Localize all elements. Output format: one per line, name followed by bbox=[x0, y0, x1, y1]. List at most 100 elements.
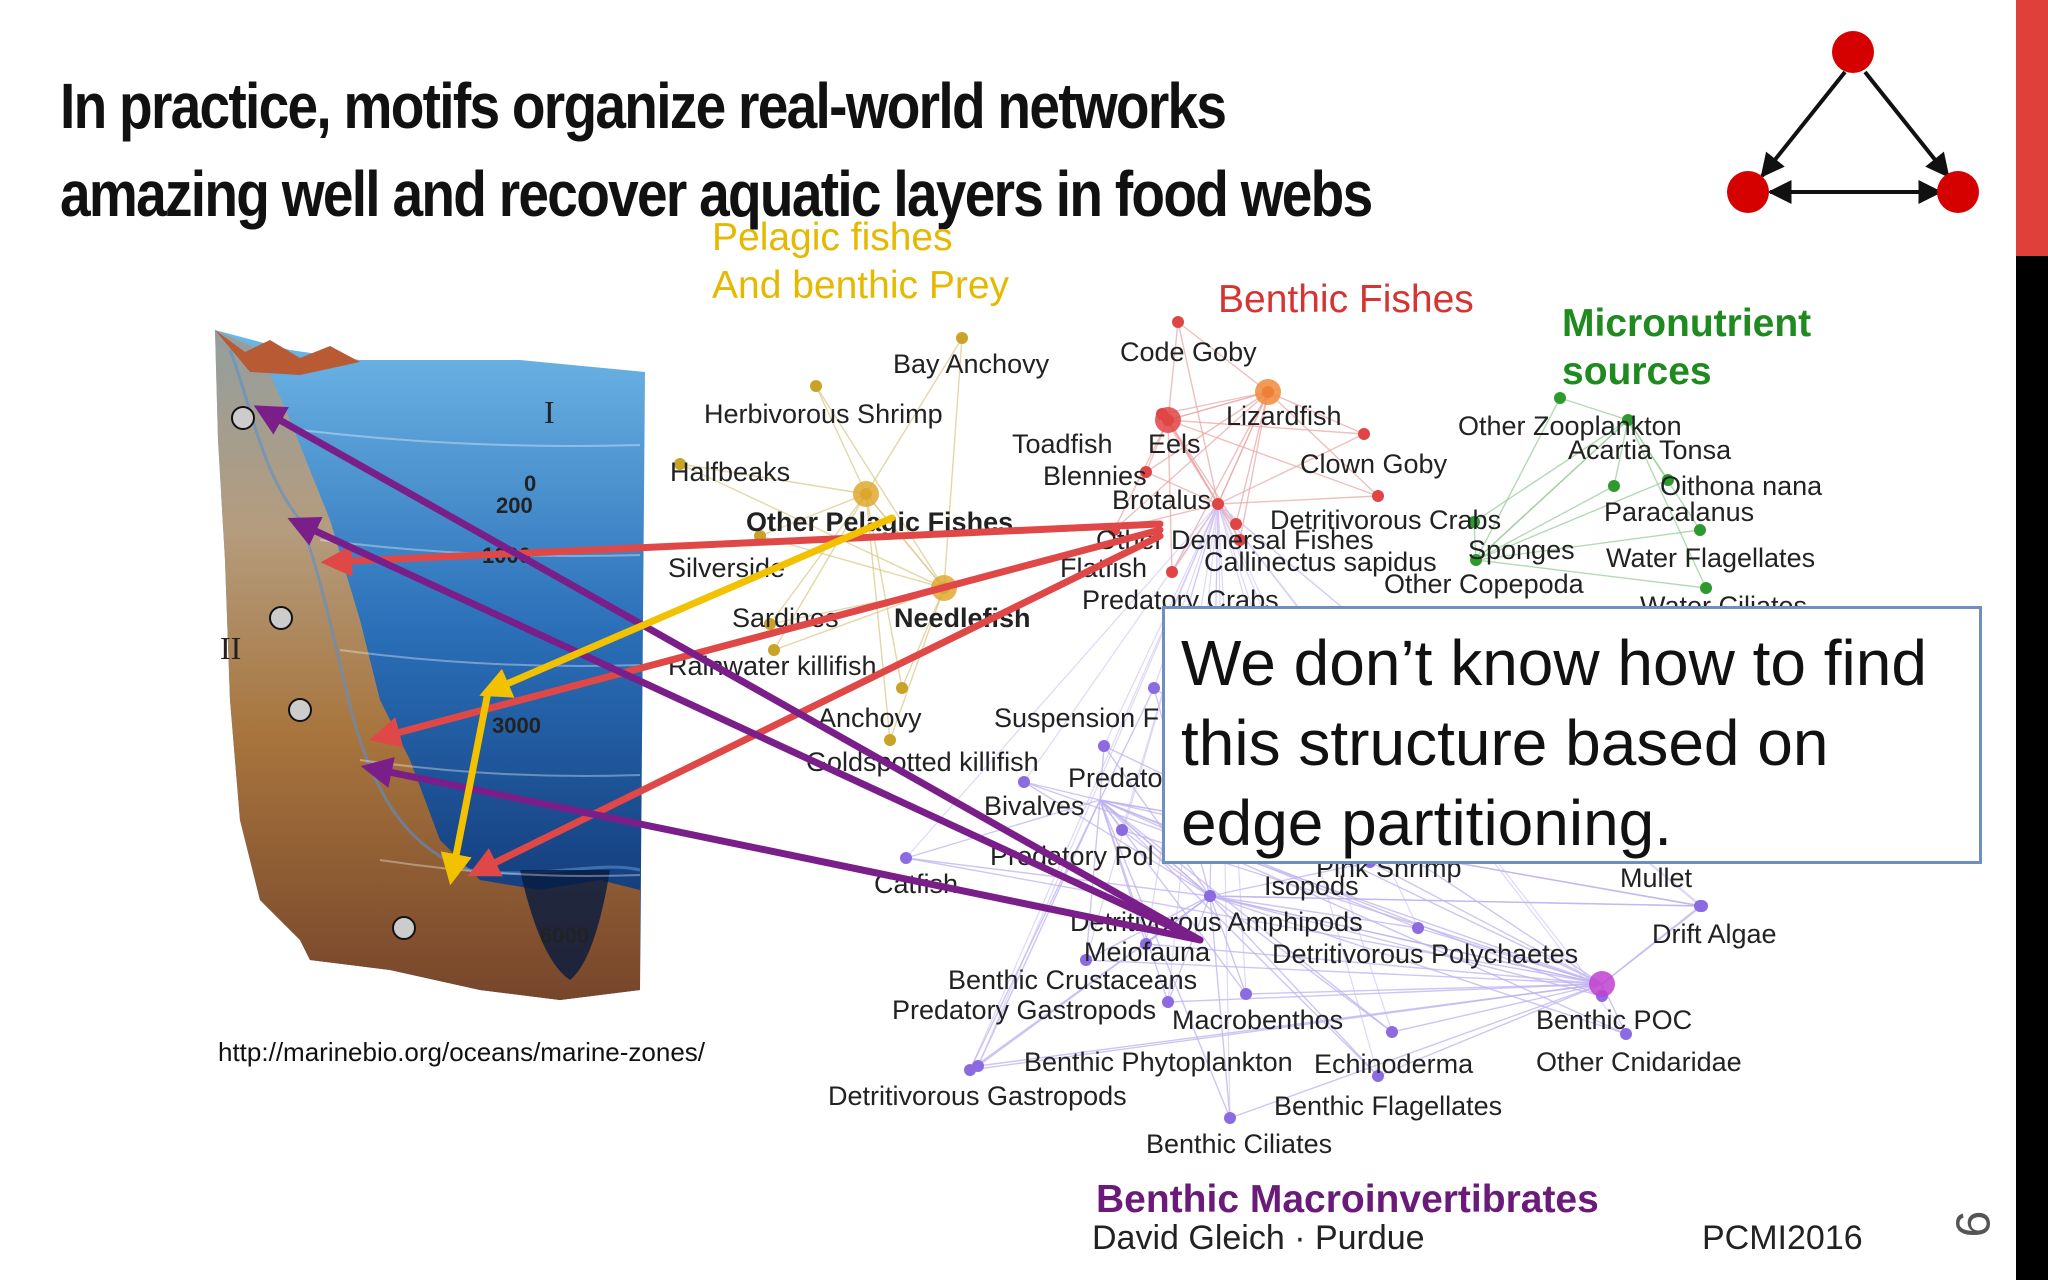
network-node-dot bbox=[884, 734, 896, 746]
network-node-label: Silverside bbox=[668, 553, 786, 583]
network-node-label: Anchovy bbox=[818, 703, 922, 733]
network-node-label: Herbivorous Shrimp bbox=[704, 399, 943, 429]
network-edge bbox=[1217, 495, 1379, 505]
network-node-dot bbox=[1240, 988, 1252, 1000]
network-node-label: Drift Algae bbox=[1652, 919, 1777, 949]
zone-label-2: II bbox=[220, 630, 242, 666]
network-node-label: Clown Goby bbox=[1300, 449, 1448, 479]
network-node-dot bbox=[1412, 922, 1424, 934]
network-node-label: Goldspotted killifish bbox=[806, 747, 1039, 777]
network-node-label: Catfish bbox=[874, 869, 959, 899]
network-node-dot bbox=[1696, 900, 1708, 912]
callout-text: We don’t know how to find this structure… bbox=[1181, 627, 1927, 859]
network-edge bbox=[1099, 799, 1123, 831]
network-node-label: Bivalves bbox=[984, 791, 1085, 821]
network-node-dot bbox=[972, 1060, 984, 1072]
group-label-pelagic-line1: Pelagic fishes bbox=[712, 216, 953, 259]
network-node-dot bbox=[1694, 900, 1706, 912]
network-node-dot bbox=[1386, 1026, 1398, 1038]
title-line-1: In practice, motifs organize real-world … bbox=[60, 70, 1227, 142]
network-node-dot bbox=[810, 380, 822, 392]
network-node-label: Halfbeaks bbox=[670, 457, 791, 487]
network-node-label: Flatfish bbox=[1060, 553, 1148, 583]
network-edge bbox=[1161, 413, 1169, 421]
network-node-dot bbox=[1204, 890, 1216, 902]
network-edge bbox=[1217, 503, 1237, 525]
network-node-dot bbox=[1162, 414, 1174, 426]
network-hub-dot bbox=[1589, 971, 1615, 997]
network-hub-dot bbox=[853, 481, 879, 507]
group-label-macroinvertebrates: Benthic Macroinvertibrates bbox=[1096, 1178, 1599, 1221]
network-node-label: Eels bbox=[1148, 429, 1201, 459]
network-node-label: Other Cnidaridae bbox=[1536, 1047, 1742, 1077]
slide-title: In practice, motifs organize real-world … bbox=[60, 62, 1373, 238]
network-edge bbox=[759, 535, 945, 589]
network-node-label: Code Goby bbox=[1120, 337, 1257, 367]
group-label-pelagic: Pelagic fishes And benthic Prey bbox=[712, 214, 1009, 310]
page-number: 9 bbox=[1945, 1210, 1999, 1238]
network-node-dot bbox=[1098, 740, 1110, 752]
network-edge bbox=[1245, 983, 1603, 995]
network-node-label: Detritivorous Amphipods bbox=[1070, 907, 1363, 937]
network-node-label: Suspension F bbox=[994, 703, 1160, 733]
network-node-label: Sardines bbox=[732, 603, 839, 633]
network-node-dot bbox=[938, 582, 950, 594]
network-node-label: Oithona nana bbox=[1660, 471, 1823, 501]
network-node-label: Detritivorous Polychaetes bbox=[1272, 939, 1579, 969]
network-node-label: Detritivorous Gastropods bbox=[828, 1081, 1127, 1111]
network-edge bbox=[1167, 983, 1603, 1003]
depth-label-6000: 6000 bbox=[540, 923, 589, 948]
group-label-micronutrient: Micronutrient sources bbox=[1562, 300, 1811, 396]
network-node-dot bbox=[1358, 428, 1370, 440]
network-node-label: Other Pelagic Fishes bbox=[746, 507, 1014, 537]
accent-bar-black bbox=[2016, 256, 2048, 1280]
network-node-dot bbox=[1172, 316, 1184, 328]
network-node-dot bbox=[900, 852, 912, 864]
network-node-label: Macrobenthos bbox=[1172, 1005, 1344, 1035]
network-node-dot bbox=[1224, 1112, 1236, 1124]
depth-label-3000: 3000 bbox=[492, 713, 541, 738]
network-node-label: Detritivorous Crabs bbox=[1270, 505, 1502, 535]
network-hub-dot bbox=[931, 575, 957, 601]
zone-label-1: I bbox=[544, 394, 555, 430]
network-node-dot bbox=[1596, 990, 1608, 1002]
network-node-label: Bay Anchovy bbox=[893, 349, 1050, 379]
network-node-dot bbox=[1166, 566, 1178, 578]
network-node-label: Echinoderma bbox=[1314, 1049, 1474, 1079]
depth-label-1000: 1000 bbox=[482, 543, 531, 568]
group-label-benthic-fishes: Benthic Fishes bbox=[1218, 278, 1474, 321]
network-node-label: Brotalus bbox=[1112, 485, 1212, 515]
network-node-label: Benthic POC bbox=[1536, 1005, 1693, 1035]
source-url[interactable]: http://marinebio.org/oceans/marine-zones… bbox=[218, 1037, 706, 1067]
network-node-dot bbox=[1116, 824, 1128, 836]
network-node-dot bbox=[956, 332, 968, 344]
network-node-dot bbox=[896, 682, 908, 694]
group-label-micronutrient-line2: sources bbox=[1562, 350, 1712, 393]
network-node-dot bbox=[1156, 408, 1168, 420]
network-node-label: Benthic Phytoplankton bbox=[1024, 1047, 1293, 1077]
network-node-dot bbox=[964, 1064, 976, 1076]
network-node-dot bbox=[1212, 498, 1224, 510]
network-node-label: Isopods bbox=[1264, 871, 1359, 901]
network-node-dot bbox=[1372, 490, 1384, 502]
network-node-label: Benthic Flagellates bbox=[1274, 1091, 1503, 1121]
network-node-label: Other Zooplankton bbox=[1458, 411, 1682, 441]
footer-event: PCMI2016 bbox=[1702, 1219, 1863, 1257]
footer-author: David Gleich · Purdue bbox=[1092, 1219, 1425, 1257]
accent-bar-red bbox=[2016, 0, 2048, 256]
network-node-label: Benthic Crustaceans bbox=[948, 965, 1198, 995]
zone-mapping-arrow bbox=[440, 688, 492, 886]
network-node-label: Lizardfish bbox=[1226, 401, 1342, 431]
network-node-label: Sponges bbox=[1468, 535, 1575, 565]
network-node-label: Callinectus sapidus bbox=[1204, 547, 1437, 577]
network-node-dot bbox=[1262, 386, 1274, 398]
network-node-label: Needlefish bbox=[894, 603, 1031, 633]
network-node-dot bbox=[1608, 480, 1620, 492]
network-node-label: Rainwater killifish bbox=[668, 651, 877, 681]
group-label-pelagic-line2: And benthic Prey bbox=[712, 264, 1010, 307]
network-node-dot bbox=[1148, 682, 1160, 694]
network-node-label: Benthic Ciliates bbox=[1146, 1129, 1333, 1159]
network-node-dot bbox=[1204, 890, 1216, 902]
network-node-label: Mullet bbox=[1620, 863, 1693, 893]
